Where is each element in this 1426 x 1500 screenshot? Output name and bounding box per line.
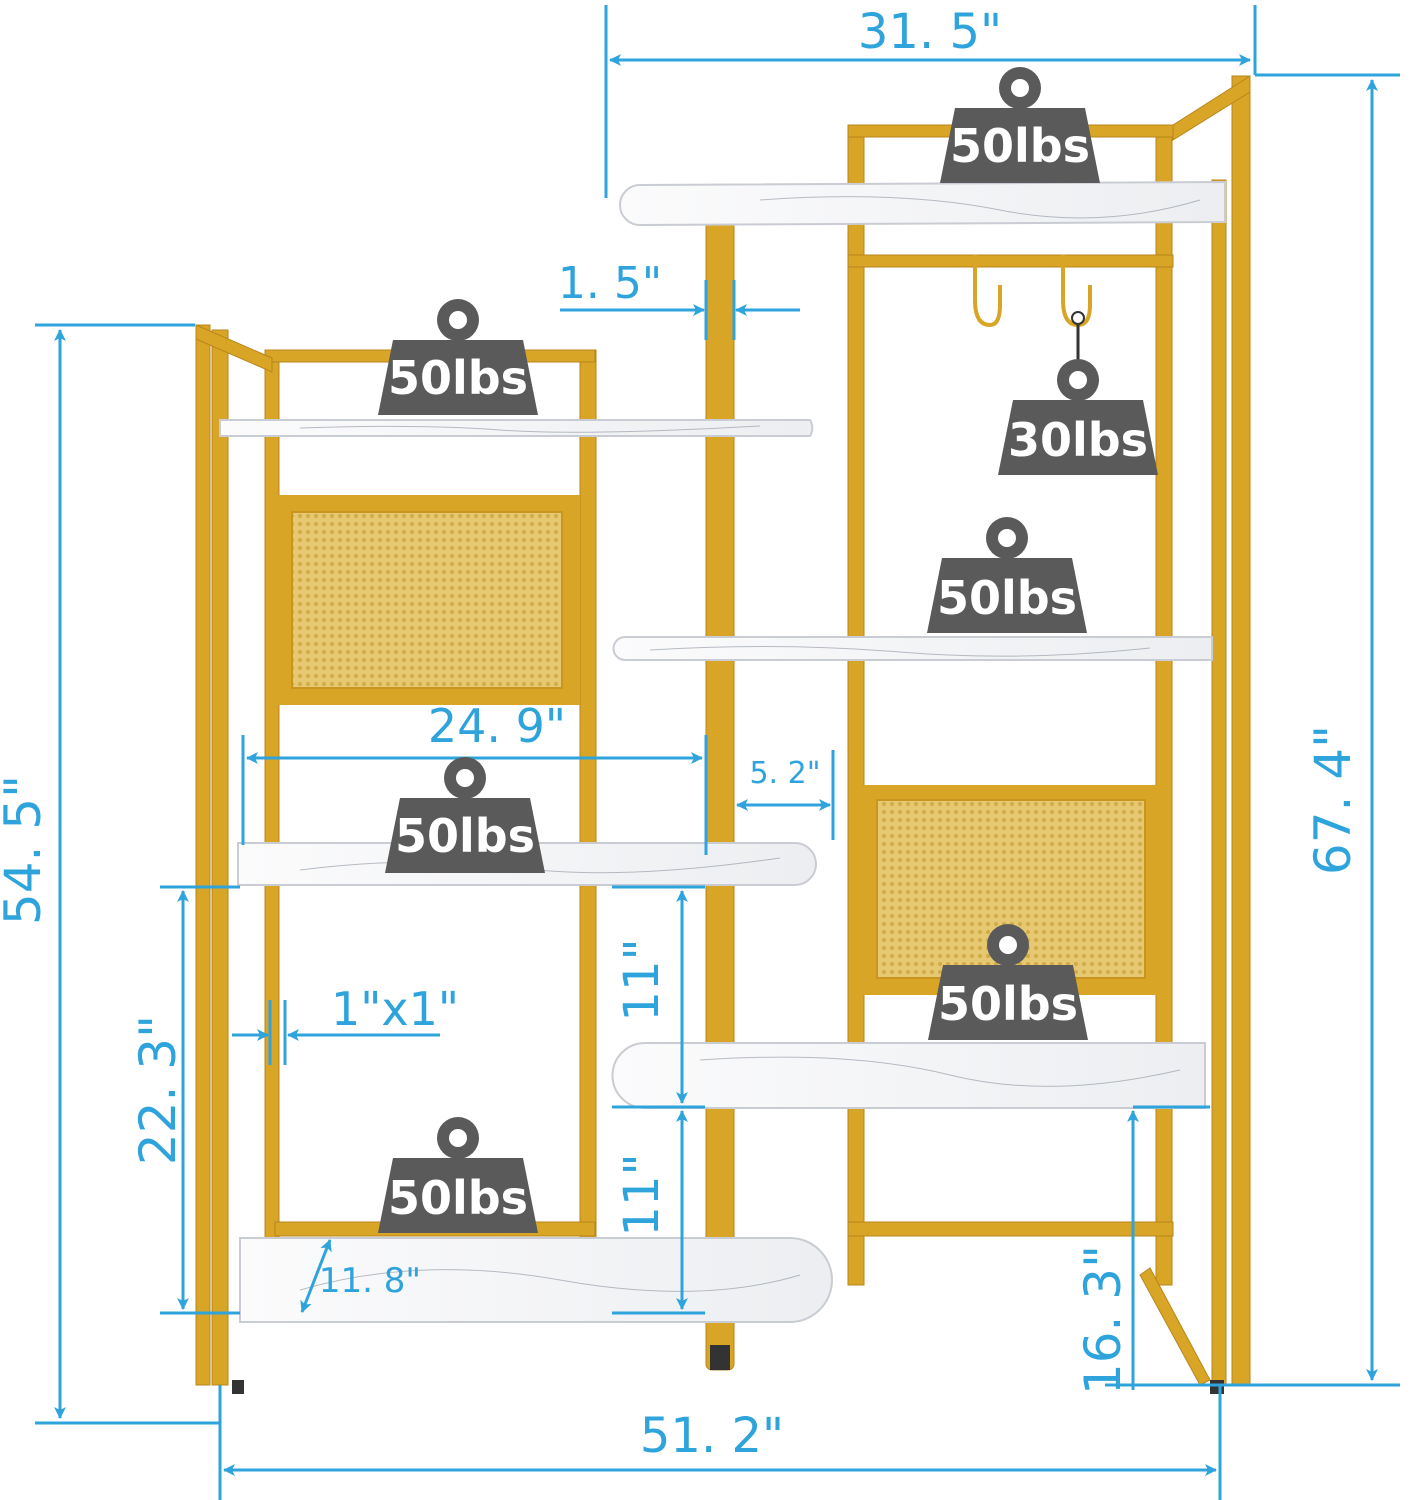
left-front-post xyxy=(195,324,211,1386)
weight-left-bottom-shelf: 50lbs xyxy=(388,1171,528,1225)
dim-shelf-depth: 11. 8" xyxy=(319,1261,421,1301)
mesh-door-panel-right xyxy=(860,785,1160,995)
weight-icon xyxy=(927,517,1087,633)
left-foot xyxy=(232,1380,244,1394)
weight-top-shelf: 50lbs xyxy=(950,119,1090,173)
right-back-post-right xyxy=(1155,124,1173,1286)
weight-right-lower-shelf: 50lbs xyxy=(938,977,1078,1031)
left-side-brace xyxy=(195,324,273,373)
shelf-frame xyxy=(195,75,1251,1394)
weight-left-middle-shelf: 50lbs xyxy=(395,809,535,863)
right-bottom-brace xyxy=(1139,1267,1211,1386)
right-middle-shelf xyxy=(612,636,1213,661)
dim-tube-size: 1"x1" xyxy=(331,982,459,1036)
dim-left-height: 54. 5" xyxy=(0,775,52,925)
dim-shelf-width: 24. 9" xyxy=(428,699,566,753)
dim-depth-line xyxy=(300,1239,332,1313)
dim-spacing-upper: 11" xyxy=(614,938,670,1021)
left-inner-post xyxy=(579,349,597,1271)
hook-ring xyxy=(1071,311,1085,325)
dim-spacing-lower: 11" xyxy=(614,1153,670,1236)
dim-overhang: 5. 2" xyxy=(749,756,820,791)
top-shelf xyxy=(619,180,1226,227)
left-top-shelf xyxy=(219,419,814,437)
left-back-post xyxy=(264,349,280,1271)
weight-left-top-shelf: 50lbs xyxy=(388,351,528,405)
mesh-door-panel-left xyxy=(275,495,580,705)
dim-pole-diameter: 1. 5" xyxy=(558,258,662,309)
weight-badges: 50lbs 50lbs 30lbs 50lbs 50 xyxy=(378,67,1158,1233)
dimension-labels: 31. 5" 67. 4" 54. 5" 51. 2" 1. 5" 24. 9"… xyxy=(0,4,1362,1464)
weight-icon xyxy=(378,299,538,415)
right-bottom-rail xyxy=(847,1221,1174,1237)
right-back-post-left xyxy=(847,124,865,1286)
right-top-brace xyxy=(1172,75,1251,141)
right-lower-shelf xyxy=(611,1042,1206,1109)
weight-right-middle-shelf: 50lbs xyxy=(937,571,1077,625)
right-front-post xyxy=(1231,75,1251,1387)
dim-bottom-clearance: 16. 3" xyxy=(1074,1245,1132,1395)
center-pole xyxy=(705,199,735,1371)
dim-top-width: 31. 5" xyxy=(858,4,1002,60)
dim-overall-width: 51. 2" xyxy=(640,1408,784,1464)
weight-icon xyxy=(378,1117,538,1233)
dim-right-height: 67. 4" xyxy=(1304,725,1362,875)
weight-icon xyxy=(940,67,1100,183)
center-pole-foot xyxy=(710,1345,730,1370)
dim-lower-height: 22. 3" xyxy=(129,1015,187,1165)
weight-icon xyxy=(928,924,1088,1040)
weight-icon xyxy=(998,359,1158,475)
dimension-lines xyxy=(35,5,1400,1500)
right-foot xyxy=(1210,1380,1224,1394)
weight-icon xyxy=(385,757,545,873)
weight-hook: 30lbs xyxy=(1008,413,1148,467)
right-hanging-rail xyxy=(847,254,1174,268)
right-inner-front-post xyxy=(1211,179,1227,1386)
left-outer-post xyxy=(211,329,229,1386)
